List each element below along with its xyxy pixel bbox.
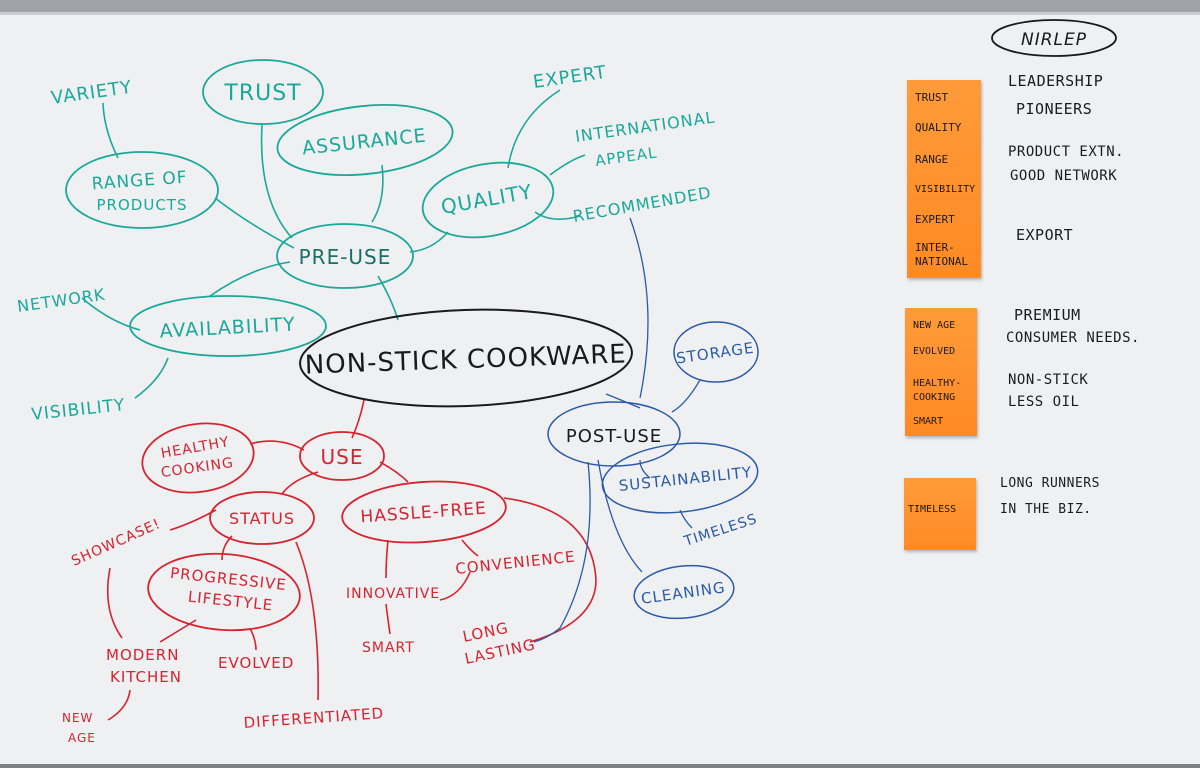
cleaning-bubble: [633, 564, 735, 620]
edge-use-healthy: [249, 440, 305, 451]
side-text-non-stick: NON-STICK: [1008, 372, 1089, 388]
board-surface: [0, 14, 1200, 764]
preuse-bubble: [276, 223, 414, 289]
edge-hassle-long: [503, 497, 597, 643]
note-1-label-4: VISIBILITY: [915, 184, 976, 195]
edge-quality-intl: [549, 154, 586, 176]
label-modern-2: KITCHEN: [110, 668, 182, 686]
label-postuse: POST-USE: [566, 426, 662, 447]
side-text-pioneers: PIONEERS: [1016, 100, 1093, 118]
edge-hassle-innovative: [385, 539, 389, 579]
trust-bubble: [202, 59, 324, 125]
edge-convenience-innovative: [439, 571, 471, 601]
note-2-label-5: SMART: [913, 416, 944, 427]
label-newage-2: AGE: [68, 731, 96, 745]
edge-postuse-cleaning: [597, 459, 643, 573]
edge-postuse-storage: [671, 379, 701, 413]
sticky-note-1: TRUST QUALITY RANGE VISIBILITY EXPERT IN…: [907, 80, 981, 278]
edge-postuse-long: [533, 461, 591, 643]
label-preuse: PRE-USE: [299, 245, 392, 269]
note-1-label-1: TRUST: [915, 91, 949, 104]
note-1-label-6: INTER-: [915, 241, 955, 254]
note-1-label-7: NATIONAL: [915, 255, 968, 268]
edge-quality-expert: [507, 89, 561, 169]
edge-status-progressive: [221, 535, 233, 561]
edge-preuse-trust: [260, 124, 293, 239]
edge-innovative-smart: [385, 603, 391, 635]
title-bubble: [991, 19, 1117, 57]
board-frame-top: [0, 0, 1200, 14]
label-range-2: PRODUCTS: [97, 196, 188, 214]
note-2-label-1: NEW AGE: [913, 320, 956, 331]
edge-showcase-modern: [106, 567, 123, 639]
note-3-label-1: TIMELESS: [908, 504, 957, 515]
note-1-label-2: QUALITY: [915, 121, 962, 134]
note-1-label-5: EXPERT: [915, 213, 955, 226]
edge-postuse-recommended: [629, 217, 649, 399]
side-text-less-oil: LESS OIL: [1008, 394, 1080, 410]
edge-quality-recommended: [534, 211, 581, 220]
side-text-export: EXPORT: [1016, 226, 1074, 244]
edge-network-availability: [81, 297, 141, 331]
status-bubble: [209, 491, 315, 545]
edge-modern-newage: [107, 689, 131, 721]
availability-bubble: [129, 295, 327, 357]
side-text-good-network: GOOD NETWORK: [1010, 168, 1118, 184]
label-smart: SMART: [362, 640, 415, 656]
edge-postuse-sustainability: [639, 459, 651, 479]
storage-bubble: [673, 321, 759, 383]
side-text-leadership: LEADERSHIP: [1008, 72, 1104, 90]
range-bubble: [65, 151, 219, 229]
center-bubble: [299, 308, 633, 408]
note-2-label-4: COOKING: [913, 392, 956, 403]
sticky-note-2: NEW AGE EVOLVED HEALTHY- COOKING SMART: [905, 308, 977, 436]
note-2-label-2: EVOLVED: [913, 346, 956, 357]
edge-hassle-convenience: [461, 539, 479, 557]
side-text-consumer-needs: CONSUMER NEEDS.: [1006, 330, 1140, 346]
label-evolved: EVOLVED: [218, 654, 294, 672]
label-newage-1: NEW: [62, 711, 93, 725]
hassle-bubble: [341, 480, 507, 544]
side-text-premium: PREMIUM: [1014, 306, 1081, 324]
label-use: USE: [321, 445, 364, 469]
side-text-product-extn: PRODUCT EXTN.: [1008, 144, 1125, 160]
note-2-label-3: HEALTHY-: [913, 378, 962, 389]
edge-availability-visibility: [134, 357, 169, 399]
side-text-in-the-biz: IN THE BIZ.: [1000, 502, 1092, 517]
quality-bubble: [421, 161, 555, 239]
board-frame-lip: [0, 12, 1200, 15]
assurance-bubble: [276, 104, 454, 176]
healthy-bubble: [141, 422, 255, 494]
progressive-bubble: [147, 552, 301, 632]
label-modern-1: MODERN: [106, 646, 179, 664]
edge-progressive-modern: [159, 619, 197, 643]
note-1-label-3: RANGE: [915, 153, 949, 166]
edge-preuse-availability: [209, 261, 291, 297]
label-trust: TRUST: [223, 81, 301, 106]
side-text-long-runners: LONG RUNNERS: [1000, 476, 1100, 491]
edge-preuse-assurance: [371, 164, 384, 223]
edge-center-use: [351, 399, 365, 439]
edge-preuse-range: [214, 197, 295, 249]
label-innovative: INNOVATIVE: [346, 586, 440, 602]
sustainability-bubble: [601, 442, 759, 514]
edge-preuse-quality: [409, 231, 449, 253]
label-title: NIRLEP: [1021, 30, 1087, 50]
edge-center-postuse: [605, 393, 641, 409]
sticky-note-3: TIMELESS: [904, 478, 976, 550]
edge-status-differentiated: [295, 541, 319, 701]
label-status: STATUS: [229, 509, 295, 528]
use-bubble: [299, 431, 385, 481]
